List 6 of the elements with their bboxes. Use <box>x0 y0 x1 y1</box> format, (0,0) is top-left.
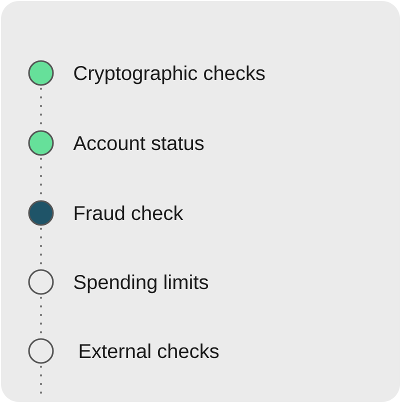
step-label: Fraud check <box>74 206 184 220</box>
dotted-line <box>40 366 42 396</box>
step-label: External checks <box>80 344 219 358</box>
step-label: Cryptographic checks <box>74 66 265 84</box>
step-label: Account status <box>73 136 204 150</box>
step-label: Spending limits <box>74 274 208 294</box>
